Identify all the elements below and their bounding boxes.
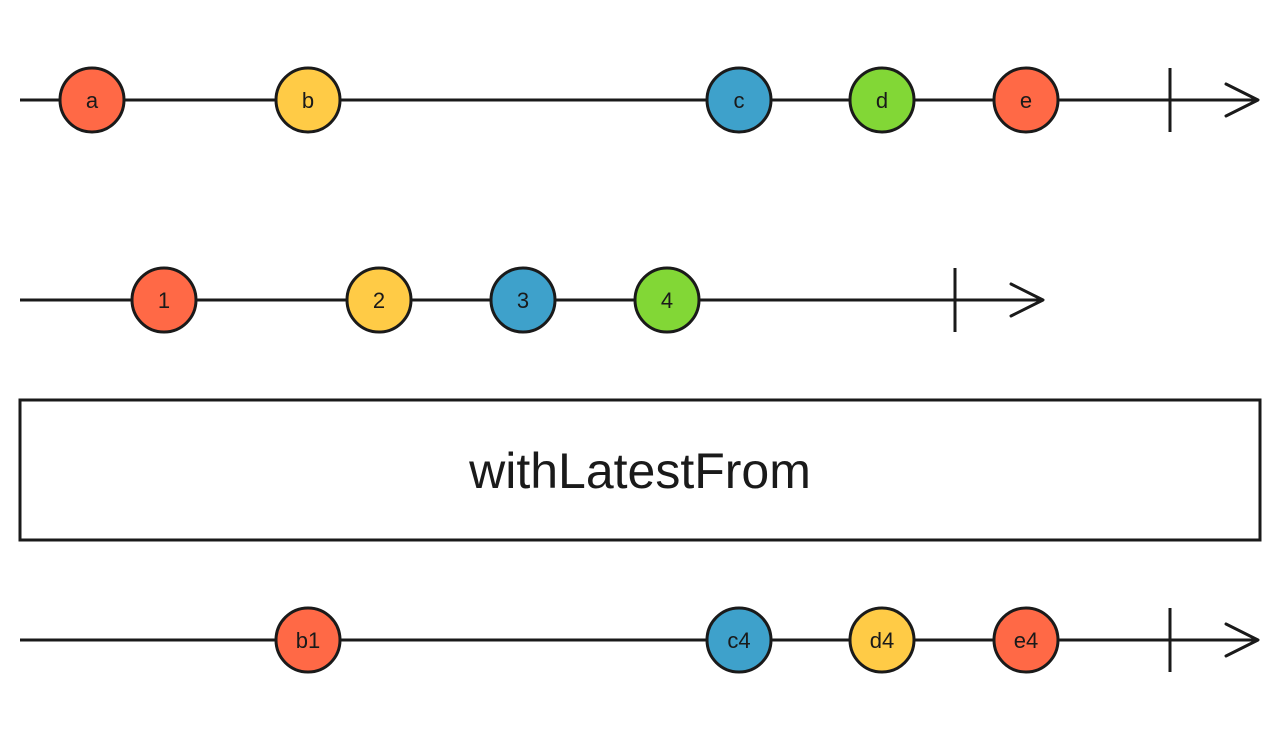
- marble-circle: [992, 66, 1060, 134]
- marble-circle: [848, 66, 916, 134]
- marble-label: 4: [661, 288, 673, 313]
- other-marble-2: 2: [345, 266, 413, 334]
- operator-box: withLatestFrom: [18, 398, 1262, 542]
- marble-label: 1: [158, 288, 170, 313]
- result-marble-b1: b1: [274, 606, 342, 674]
- other-marble-3: 3: [489, 266, 557, 334]
- source-marble-d: d: [848, 66, 916, 134]
- source-marble-c: c: [705, 66, 773, 134]
- marble-label: a: [86, 88, 99, 113]
- marble-label: c: [734, 88, 745, 113]
- marble-circle: [130, 266, 198, 334]
- source-marble-a: a: [58, 66, 126, 134]
- marble-circle: [274, 606, 342, 674]
- other-stream: 1 2 3 4: [20, 266, 1045, 334]
- operator-box-frame: [18, 398, 1262, 542]
- other-marble-4: 4: [633, 266, 701, 334]
- result-marble-c4: c4: [705, 606, 773, 674]
- marble-label: 2: [373, 288, 385, 313]
- other-marble-1: 1: [130, 266, 198, 334]
- source-marble-b: b: [274, 66, 342, 134]
- source-marble-e: e: [992, 66, 1060, 134]
- other-arrow-head: [1009, 282, 1045, 318]
- marble-circle: [489, 266, 557, 334]
- result-stream: b1 c4 d4 e4: [20, 606, 1260, 674]
- marble-circle: [274, 66, 342, 134]
- marble-label: d4: [870, 628, 894, 653]
- marble-label: 3: [517, 288, 529, 313]
- marble-label: b: [302, 88, 314, 113]
- marble-label: b1: [296, 628, 320, 653]
- source-arrow-head: [1224, 82, 1260, 118]
- marble-label: c4: [727, 628, 750, 653]
- marble-circle: [992, 606, 1060, 674]
- result-arrow-head: [1224, 622, 1260, 658]
- marble-label: d: [876, 88, 888, 113]
- marble-circle: [633, 266, 701, 334]
- marble-circle: [705, 66, 773, 134]
- marble-circle: [345, 266, 413, 334]
- marble-circle: [58, 66, 126, 134]
- result-marble-e4: e4: [992, 606, 1060, 674]
- marble-label: e: [1020, 88, 1032, 113]
- operator-name: withLatestFrom: [468, 443, 811, 499]
- marble-circle: [848, 606, 916, 674]
- result-marble-d4: d4: [848, 606, 916, 674]
- marble-label: e4: [1014, 628, 1038, 653]
- source-stream: a b c d e: [20, 66, 1260, 134]
- marble-circle: [705, 606, 773, 674]
